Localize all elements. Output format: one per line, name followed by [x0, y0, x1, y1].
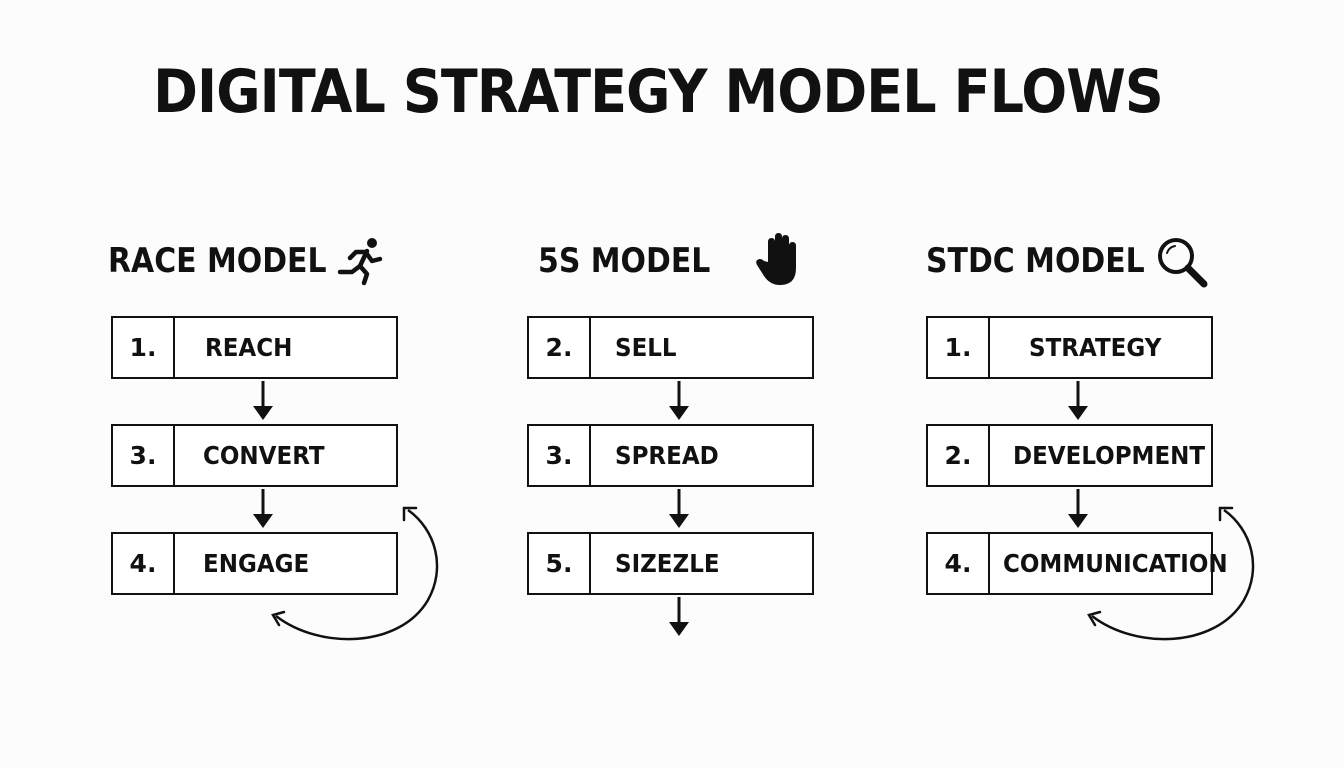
5s-step-sell: 2. SELL	[527, 316, 814, 379]
race-loop-arrowhead-bottom	[271, 610, 286, 627]
step-label: STRATEGY	[1029, 333, 1162, 362]
page-title: DIGITAL STRATEGY MODEL FLOWS	[153, 57, 1164, 127]
raised-hand-icon	[754, 232, 802, 292]
step-label: CONVERT	[203, 441, 325, 470]
5s-down-arrow-2	[669, 489, 689, 528]
magnifier-icon	[1154, 234, 1210, 294]
step-label: ENGAGE	[203, 549, 310, 578]
5s-model-title: 5S MODEL	[538, 241, 711, 281]
race-down-arrow-1	[253, 381, 273, 420]
step-label: SELL	[615, 333, 677, 362]
step-number: 2.	[928, 426, 990, 485]
race-step-engage: 4. ENGAGE	[111, 532, 398, 595]
step-number: 2.	[529, 318, 591, 377]
stdc-step-strategy: 1. STRATEGY	[926, 316, 1213, 379]
5s-down-arrow-3	[669, 597, 689, 636]
step-number: 1.	[928, 318, 990, 377]
step-label: SPREAD	[615, 441, 719, 470]
step-label: COMMUNICATION	[1003, 549, 1228, 578]
stdc-loop-arrow	[1091, 508, 1255, 641]
race-step-reach: 1. REACH	[111, 316, 398, 379]
stdc-loop-arrowhead-bottom	[1087, 610, 1102, 627]
stdc-model-title: STDC MODEL	[926, 241, 1145, 281]
step-label: DEVELOPMENT	[1013, 441, 1206, 470]
stdc-step-development: 2. DEVELOPMENT	[926, 424, 1213, 487]
5s-step-spread: 3. SPREAD	[527, 424, 814, 487]
step-number: 4.	[113, 534, 175, 593]
step-number: 3.	[113, 426, 175, 485]
stdc-down-arrow-1	[1068, 381, 1088, 420]
stdc-loop-arrowhead-top	[1218, 506, 1234, 522]
step-label: REACH	[205, 333, 293, 362]
step-number: 5.	[529, 534, 591, 593]
stdc-step-communication: 4. COMMUNICATION	[926, 532, 1228, 595]
step-label: SIZEZLE	[615, 549, 720, 578]
race-loop-arrowhead-top	[402, 506, 418, 522]
race-model-title: RACE MODEL	[108, 241, 327, 281]
step-number: 3.	[529, 426, 591, 485]
race-loop-arrow	[275, 508, 439, 641]
5s-step-sizezle: 5. SIZEZLE	[527, 532, 814, 595]
step-number: 4.	[928, 534, 990, 593]
race-step-convert: 3. CONVERT	[111, 424, 398, 487]
stdc-down-arrow-2	[1068, 489, 1088, 528]
step-number: 1.	[113, 318, 175, 377]
5s-down-arrow-1	[669, 381, 689, 420]
race-down-arrow-2	[253, 489, 273, 528]
running-person-icon	[336, 236, 386, 290]
